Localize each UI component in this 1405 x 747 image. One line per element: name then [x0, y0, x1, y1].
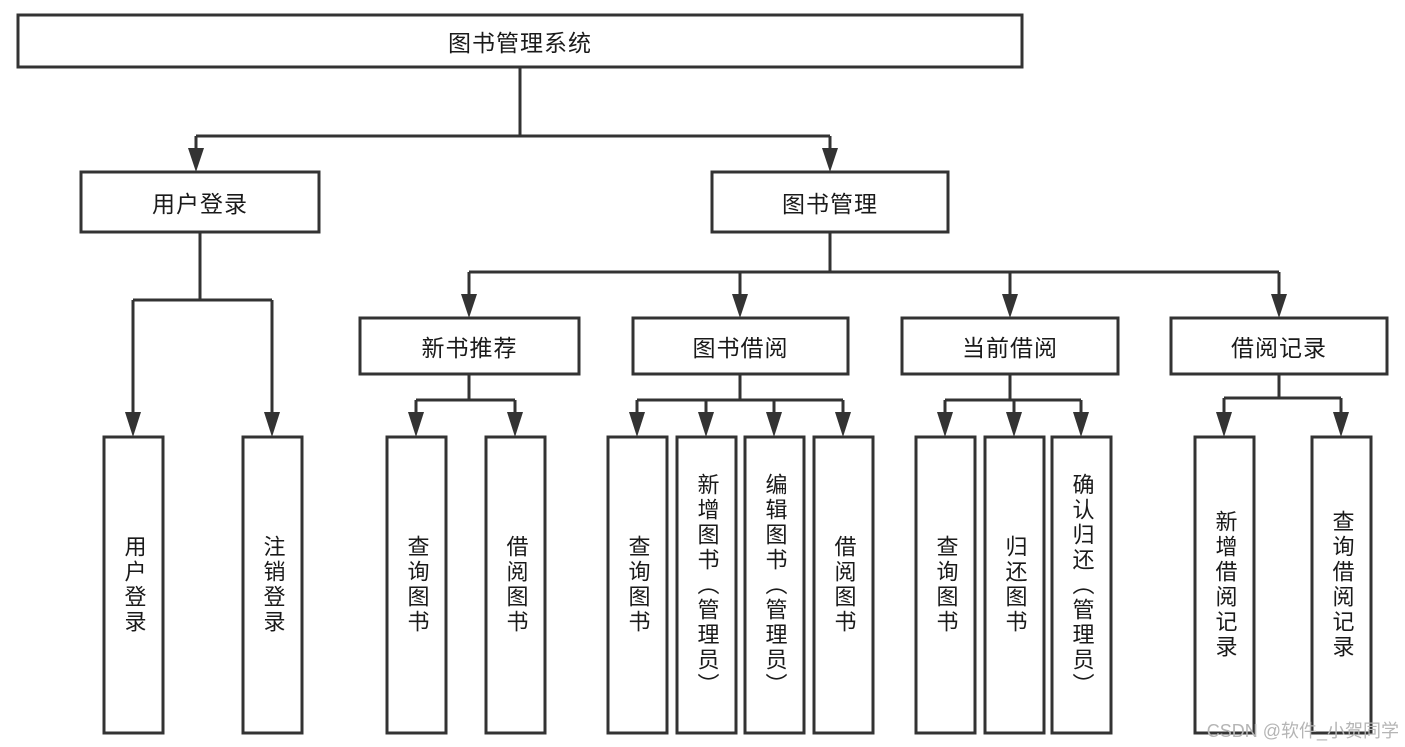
leaf-box[interactable] — [675, 435, 738, 735]
connector-userlogin-to-leaves — [125, 232, 280, 437]
leaf-box[interactable] — [812, 435, 875, 735]
leaf-box[interactable] — [102, 435, 165, 735]
node-book-borrow-box[interactable] — [631, 316, 850, 376]
leaf-box[interactable] — [484, 435, 547, 735]
arrow-to-user-login — [188, 148, 204, 172]
node-book-manage-box[interactable] — [710, 170, 950, 234]
node-new-book-box[interactable] — [358, 316, 581, 376]
leaf-box[interactable] — [1310, 435, 1373, 735]
watermark-text: CSDN @软件_小贺同学 — [1206, 721, 1399, 741]
arrow-to-book-manage — [822, 148, 838, 172]
connector-bookmanage-to-level3 — [461, 232, 1287, 318]
connector-record-to-leaves — [1216, 374, 1349, 437]
leaf-box[interactable] — [1050, 435, 1113, 735]
node-borrow-record-box[interactable] — [1169, 316, 1389, 376]
connector-newbook-to-leaves — [408, 374, 523, 437]
leaf-box[interactable] — [1193, 435, 1256, 735]
connector-root-to-level2 — [188, 67, 838, 172]
node-current-borrow-box[interactable] — [900, 316, 1120, 376]
leaf-box[interactable] — [606, 435, 669, 735]
node-root-box[interactable] — [16, 13, 1024, 69]
leaf-box[interactable] — [385, 435, 448, 735]
node-user-login-box[interactable] — [79, 170, 321, 234]
leaf-box[interactable] — [241, 435, 304, 735]
connector-current-to-leaves — [937, 374, 1089, 437]
leaf-box[interactable] — [743, 435, 806, 735]
leaf-box[interactable] — [914, 435, 977, 735]
leaf-box[interactable] — [983, 435, 1046, 735]
connector-borrow-to-leaves — [629, 374, 851, 437]
